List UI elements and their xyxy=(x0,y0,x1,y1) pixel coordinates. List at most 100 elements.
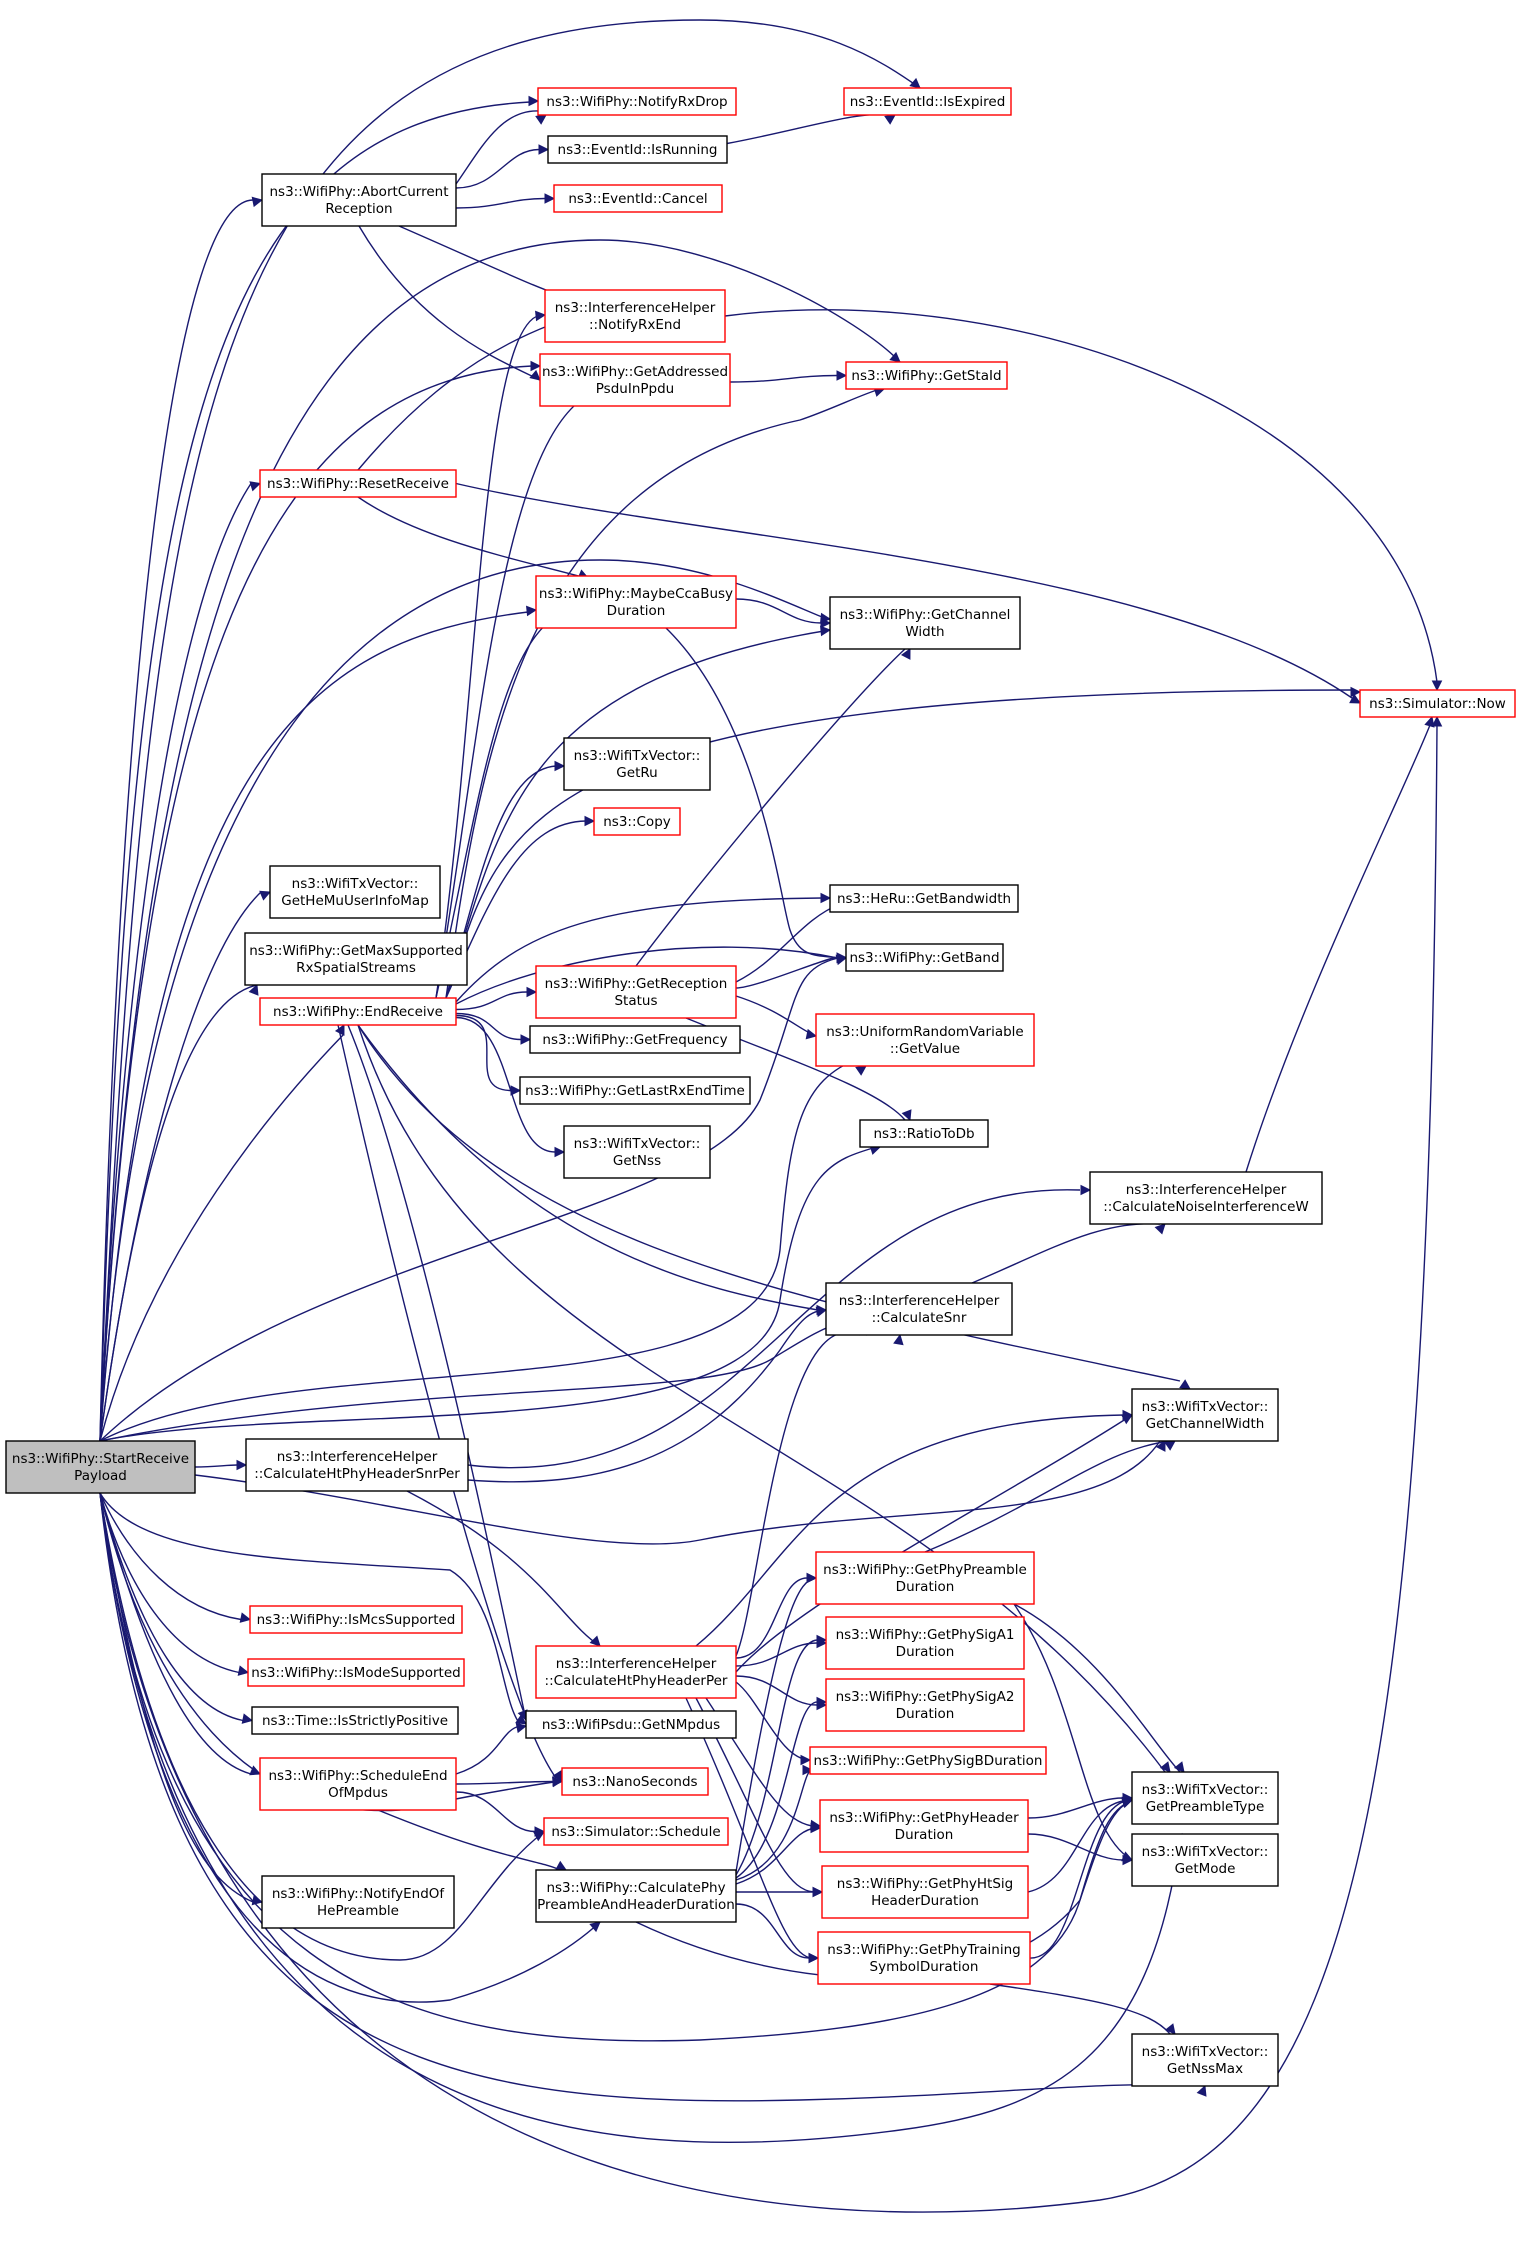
node-getLastRx[interactable]: ns3::WifiPhy::GetLastRxEndTime xyxy=(519,1076,751,1105)
node-box xyxy=(245,1438,469,1492)
node-isRunning[interactable]: ns3::EventId::IsRunning xyxy=(547,135,728,164)
call-edge xyxy=(99,1492,527,1725)
call-edge xyxy=(455,1016,566,1158)
node-label: ns3::WifiTxVector:: xyxy=(1142,1782,1269,1798)
node-label: ns3::InterferenceHelper xyxy=(839,1293,1000,1309)
node-label: ns3::WifiPhy::GetBand xyxy=(849,950,999,966)
node-txChanWidth[interactable]: ns3::WifiTxVector::GetChannelWidth xyxy=(1131,1388,1279,1442)
node-box xyxy=(819,1799,1029,1853)
node-endReceive[interactable]: ns3::WifiPhy::EndReceive xyxy=(259,997,457,1026)
node-box xyxy=(535,965,737,1019)
node-nano[interactable]: ns3::NanoSeconds xyxy=(561,1767,709,1796)
node-heRuBw[interactable]: ns3::HeRu::GetBandwidth xyxy=(829,884,1019,913)
node-ratioToDb[interactable]: ns3::RatioToDb xyxy=(859,1119,989,1148)
node-resetReceive[interactable]: ns3::WifiPhy::ResetReceive xyxy=(259,469,457,498)
node-label: ns3::WifiTxVector:: xyxy=(1142,2044,1269,2060)
node-uniformGet[interactable]: ns3::UniformRandomVariable::GetValue xyxy=(815,1013,1035,1067)
node-sigB[interactable]: ns3::WifiPhy::GetPhySigBDuration xyxy=(809,1746,1047,1775)
node-label: ns3::WifiTxVector:: xyxy=(1142,1399,1269,1415)
node-box xyxy=(825,1282,1013,1336)
node-isMcs[interactable]: ns3::WifiPhy::IsMcsSupported xyxy=(249,1605,463,1634)
node-box xyxy=(1131,2033,1279,2087)
call-edge xyxy=(695,1409,1134,1647)
node-box xyxy=(561,1767,709,1796)
node-label: Status xyxy=(614,993,657,1009)
node-box xyxy=(593,807,681,836)
node-isMode[interactable]: ns3::WifiPhy::IsModeSupported xyxy=(247,1658,465,1687)
node-box xyxy=(843,87,1012,116)
node-label: ns3::WifiPhy::AbortCurrent xyxy=(270,184,449,200)
node-isExpired[interactable]: ns3::EventId::IsExpired xyxy=(843,87,1012,116)
node-label: ns3::WifiTxVector:: xyxy=(574,748,701,764)
node-copy[interactable]: ns3::Copy xyxy=(593,807,681,836)
call-edge xyxy=(99,715,1443,2213)
node-strictPos[interactable]: ns3::Time::IsStrictlyPositive xyxy=(251,1706,459,1735)
call-edge xyxy=(735,1696,828,1879)
node-getMode[interactable]: ns3::WifiTxVector::GetMode xyxy=(1131,1833,1279,1887)
node-calcHtPer[interactable]: ns3::InterferenceHelper::CalculateHtPhyH… xyxy=(535,1645,737,1699)
node-getRu[interactable]: ns3::WifiTxVector::GetRu xyxy=(563,737,711,791)
node-label: ns3::RatioToDb xyxy=(873,1126,974,1142)
call-edge xyxy=(735,1903,820,1964)
node-getNss[interactable]: ns3::WifiTxVector::GetNss xyxy=(563,1125,711,1179)
node-nssMax[interactable]: ns3::WifiTxVector::GetNssMax xyxy=(1131,2033,1279,2087)
call-edge xyxy=(1013,1603,1185,1773)
node-now[interactable]: ns3::Simulator::Now xyxy=(1359,689,1516,718)
call-edge xyxy=(971,1222,1166,1284)
node-preambleType[interactable]: ns3::WifiTxVector::GetPreambleType xyxy=(1131,1771,1279,1825)
call-edge xyxy=(99,1492,601,2003)
node-training[interactable]: ns3::WifiPhy::GetPhyTrainingSymbolDurati… xyxy=(817,1931,1031,1985)
node-notifyRxDrop[interactable]: ns3::WifiPhy::NotifyRxDrop xyxy=(537,87,737,116)
call-edge xyxy=(455,1722,528,1775)
node-calcSnr[interactable]: ns3::InterferenceHelper::CalculateSnr xyxy=(825,1282,1013,1336)
node-label: ::CalculateSnr xyxy=(872,1310,967,1326)
node-getHeMu[interactable]: ns3::WifiTxVector::GetHeMuUserInfoMap xyxy=(269,865,441,919)
node-label: ns3::WifiPhy::GetChannel xyxy=(840,607,1011,623)
call-edge xyxy=(406,1490,601,1647)
node-label: ns3::EventId::IsRunning xyxy=(558,142,718,158)
call-edge xyxy=(455,1791,546,1837)
node-label: ns3::WifiPsdu::GetNMpdus xyxy=(542,1717,720,1733)
node-label: ns3::WifiTxVector:: xyxy=(1142,1844,1269,1860)
node-calcNoise[interactable]: ns3::InterferenceHelper::CalculateNoiseI… xyxy=(1089,1171,1323,1225)
node-getStaId[interactable]: ns3::WifiPhy::GetStaId xyxy=(845,361,1008,390)
node-label: Duration xyxy=(895,1827,954,1843)
call-edge xyxy=(99,1057,867,1442)
call-edge xyxy=(455,892,832,1003)
call-edge xyxy=(358,225,541,381)
node-notifyRxEnd[interactable]: ns3::InterferenceHelper::NotifyRxEnd xyxy=(544,289,726,343)
node-label: ns3::WifiTxVector:: xyxy=(292,876,419,892)
node-getBand[interactable]: ns3::WifiPhy::GetBand xyxy=(845,943,1004,972)
node-cancel[interactable]: ns3::EventId::Cancel xyxy=(553,184,723,213)
call-edge xyxy=(735,1572,818,1873)
node-label: ::GetValue xyxy=(890,1041,960,1057)
node-box xyxy=(247,1658,465,1687)
node-box xyxy=(1359,689,1516,718)
node-label: ns3::WifiPhy::MaybeCcaBusy xyxy=(539,586,733,602)
node-getMaxSup[interactable]: ns3::WifiPhy::GetMaxSupportedRxSpatialSt… xyxy=(244,932,468,986)
node-box xyxy=(244,932,468,986)
call-edge xyxy=(455,144,550,189)
node-label: ns3::WifiPhy::ScheduleEnd xyxy=(268,1768,447,1784)
node-calcPreHdr[interactable]: ns3::WifiPhy::CalculatePhyPreambleAndHea… xyxy=(535,1869,737,1923)
node-getNMpdus[interactable]: ns3::WifiPsdu::GetNMpdus xyxy=(525,1710,737,1739)
call-edge xyxy=(99,481,262,1442)
node-schedule[interactable]: ns3::Simulator::Schedule xyxy=(543,1817,729,1846)
node-calcHtSnrPer[interactable]: ns3::InterferenceHelper::CalculateHtPhyH… xyxy=(245,1438,469,1492)
node-box xyxy=(261,173,457,227)
node-getFreq[interactable]: ns3::WifiPhy::GetFrequency xyxy=(529,1025,741,1054)
node-getChannelWidth[interactable]: ns3::WifiPhy::GetChannelWidth xyxy=(829,596,1021,650)
node-box xyxy=(269,865,441,919)
